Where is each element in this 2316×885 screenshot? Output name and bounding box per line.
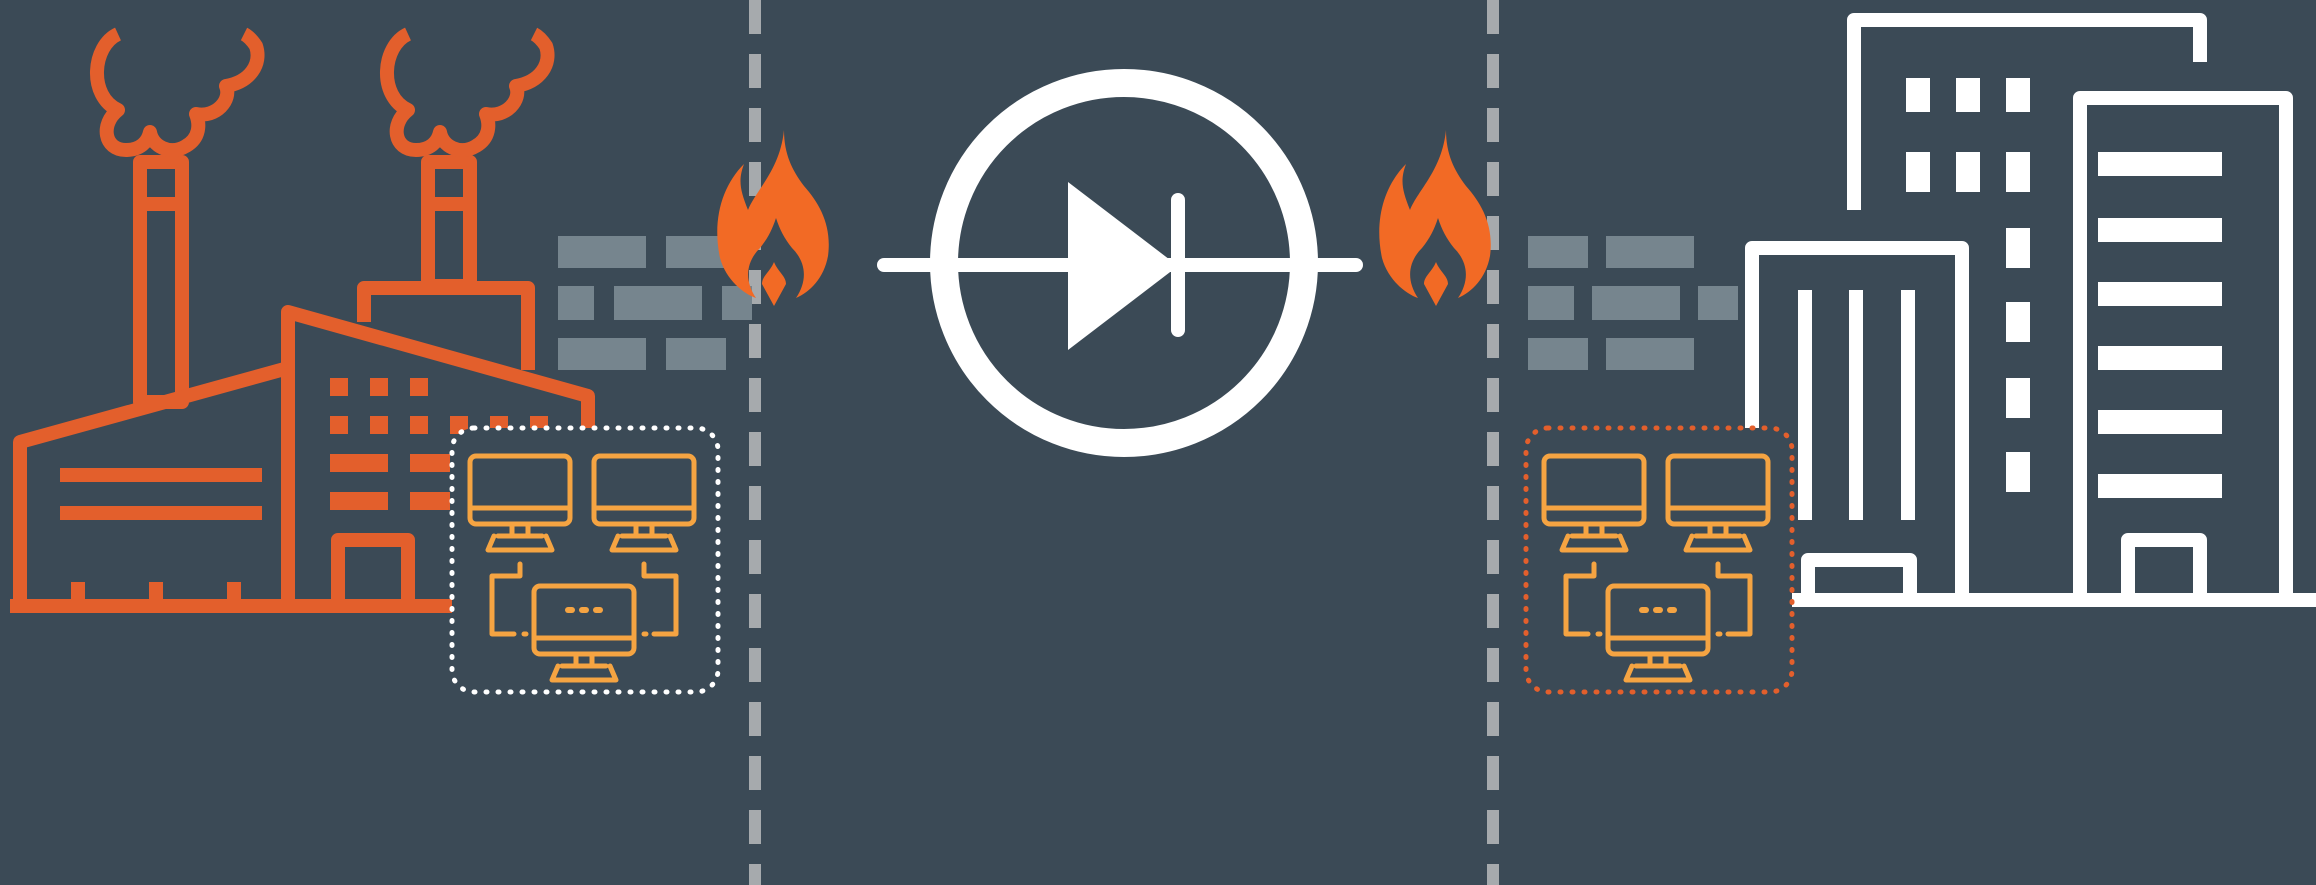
data-diode-icon <box>884 83 1356 443</box>
left-flame-icon <box>717 130 829 306</box>
office-buildings-icon <box>1752 20 2316 600</box>
office-windows <box>1906 78 2222 498</box>
right-flame-icon <box>1379 130 1491 306</box>
right-firewall-icon <box>1379 130 1738 370</box>
left-firewall-icon <box>558 130 829 370</box>
right-firewall-bricks <box>1528 236 1738 370</box>
